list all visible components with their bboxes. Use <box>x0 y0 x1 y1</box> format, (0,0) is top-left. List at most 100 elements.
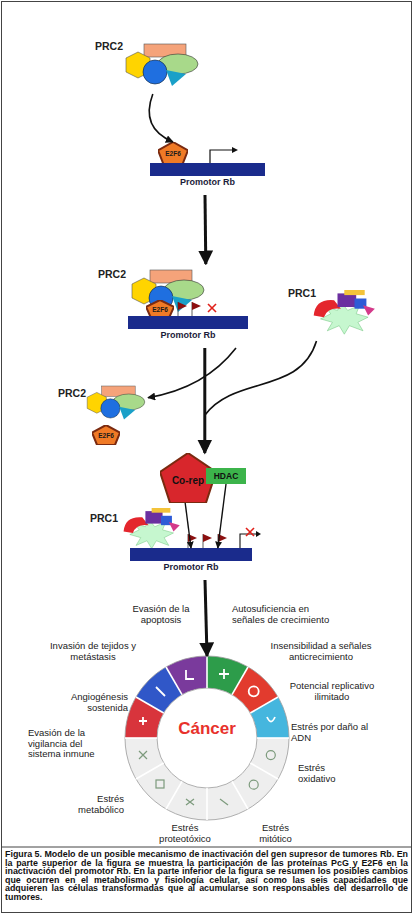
hallmark-wheel <box>156 687 165 696</box>
methylation-flags <box>188 534 227 548</box>
hallmark-wheel <box>117 648 297 828</box>
hallmark-wheel <box>139 717 147 725</box>
hallmark-wheel <box>136 763 164 779</box>
silencing-cross <box>208 304 216 312</box>
silencing-cross <box>246 528 254 536</box>
hallmark-wheel <box>117 648 297 828</box>
figure-caption: Figura 5. Modelo de un posible mecanismo… <box>5 850 408 902</box>
node-label: E2F6 <box>152 305 168 314</box>
promoter-bar: Promotor Rb <box>130 548 252 580</box>
hallmark-wheel <box>232 781 248 809</box>
connector-arrow <box>203 348 206 453</box>
hallmark-wheel <box>139 751 275 805</box>
hallmark-label: Invasión de tejidos y metástasis <box>48 641 138 662</box>
promoter-bar: Promotor Rb <box>128 316 248 348</box>
hallmark-wheel <box>141 672 273 804</box>
hallmark-wheel <box>117 648 297 828</box>
hallmark-wheel <box>249 686 259 696</box>
hallmark-wheel <box>117 648 297 828</box>
hallmark-wheel <box>266 751 275 760</box>
prc1-illustration <box>314 290 375 334</box>
caption-rule <box>2 847 412 848</box>
silencing-cross <box>208 304 216 312</box>
transcription-start <box>232 147 238 153</box>
hallmark-wheel <box>157 688 257 788</box>
methylation-flags <box>178 302 201 316</box>
prc1-complex: PRC1 <box>288 283 383 341</box>
node-label: PRC1 <box>90 508 200 524</box>
hallmark-label: Evasión de la vigilancia del sistema inm… <box>28 728 104 760</box>
connector-arrow <box>205 580 207 656</box>
hallmark-wheel <box>125 656 289 820</box>
hallmark-wheel <box>232 667 248 695</box>
hallmark-wheel <box>117 648 297 828</box>
methylation-flags <box>218 534 227 542</box>
hallmark-wheel <box>186 799 194 805</box>
hallmark-wheel <box>125 656 289 820</box>
node-label: E2F6 <box>165 149 181 158</box>
methylation-flags <box>178 302 187 310</box>
node-label: E2F6 <box>98 431 114 440</box>
hallmark-wheel <box>136 697 164 713</box>
methylation-flags <box>192 302 201 310</box>
connector-arrow <box>148 348 236 398</box>
hallmark-wheel <box>220 799 228 805</box>
silencing-cross <box>246 528 254 536</box>
hallmark-wheel <box>250 763 278 779</box>
hallmark-wheel <box>206 788 208 820</box>
hallmark-wheel <box>206 656 208 688</box>
pentagon-shape <box>92 425 120 445</box>
cancer-hub: Cáncer <box>125 656 289 820</box>
pentagon-shape <box>158 142 188 164</box>
connector-arrow <box>205 341 317 453</box>
connector-arrow <box>185 503 191 548</box>
prc2-complex: PRC2 <box>95 36 200 94</box>
transcription-start <box>210 150 232 163</box>
silencing-cross <box>208 304 216 312</box>
hallmark-wheel <box>117 648 297 828</box>
transcription-start <box>210 147 238 163</box>
hallmark-wheel <box>219 669 229 679</box>
prc2-illustration <box>126 44 198 86</box>
hallmark-label: Insensibilidad a señales anticrecimiento <box>262 641 380 662</box>
node-label: Promotor Rb <box>150 163 265 188</box>
hallmark-wheel <box>117 648 297 828</box>
e2f6-protein: E2F6 <box>92 425 120 445</box>
transcription-start <box>256 531 261 537</box>
prc2-illustration <box>87 386 145 420</box>
hallmark-label: Autosuficiencia en señales de crecimient… <box>232 604 344 625</box>
methylation-flags <box>188 534 197 542</box>
hallmark-label: Angiogénesis sostenida <box>30 692 128 713</box>
hallmark-label: Evasión de la apoptosis <box>116 604 206 625</box>
hallmark-label: Estrés metabólico <box>62 794 124 815</box>
prc2-complex: PRC2 <box>58 383 148 425</box>
node-label: Co-rep <box>172 470 204 486</box>
hallmark-wheel <box>166 667 182 695</box>
methylation-flags <box>203 534 212 542</box>
connector-arrow <box>149 94 173 142</box>
node-label: HDAC <box>214 472 239 481</box>
hdac-box: HDAC <box>206 468 246 484</box>
hallmark-wheel <box>139 669 275 725</box>
hallmark-label: Estrés oxidativo <box>298 763 353 784</box>
node-label: Promotor Rb <box>128 316 248 341</box>
node-label: PRC2 <box>58 383 148 399</box>
node-label: PRC1 <box>288 283 383 299</box>
hallmark-label: Estrés por daño al ADN <box>291 722 373 743</box>
node-label: PRC2 <box>98 264 208 280</box>
hallmark-wheel <box>250 697 278 713</box>
hallmark-label: Potencial replicativo ilimitado <box>283 681 381 702</box>
hallmark-wheel <box>125 737 157 739</box>
hallmark-wheel <box>267 717 275 722</box>
hallmark-label: Estrés proteotóxico <box>150 823 220 844</box>
hallmark-label: Estrés mitótico <box>248 823 303 844</box>
hallmark-wheel <box>257 737 289 739</box>
connector-arrow <box>218 484 226 548</box>
hallmark-wheel <box>166 781 182 809</box>
promoter-bar: Promotor Rb <box>150 163 265 195</box>
prc1-illustration <box>124 508 180 549</box>
